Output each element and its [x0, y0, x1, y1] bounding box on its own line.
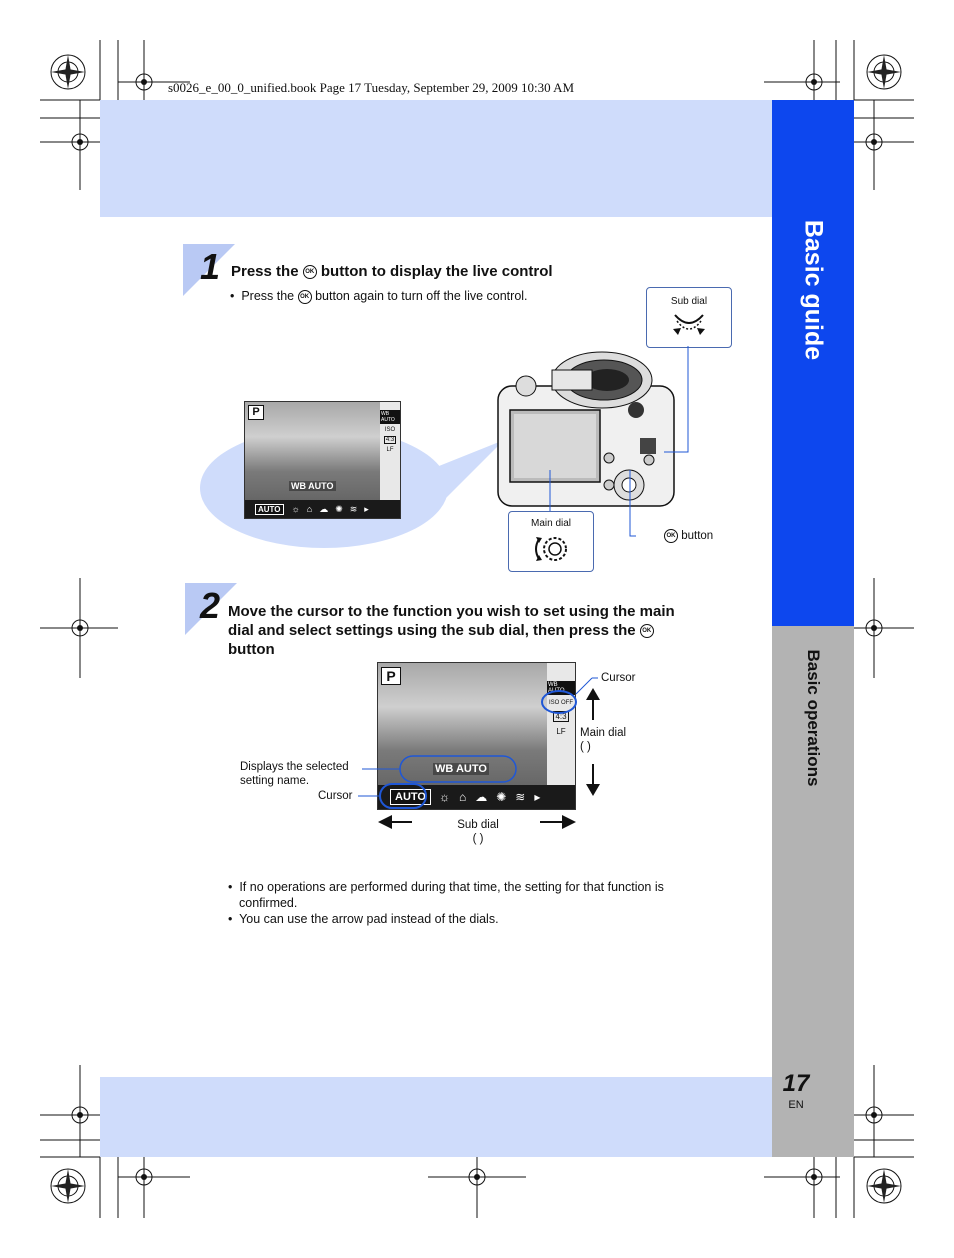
step2-number: 2	[200, 585, 221, 626]
camera-illustration	[497, 351, 675, 507]
wb-setting-name: WB AUTO	[289, 481, 336, 491]
live-control-screen-small: P WB AUTO ISO 4:3 LF WB AUTO AUTO ☼⌂☁✺≋▸	[244, 401, 401, 519]
step1-heading: Press the OK button to display the live …	[231, 263, 553, 280]
note-item: • If no operations are performed during …	[228, 880, 664, 894]
figure2-annotations	[358, 677, 600, 829]
step2-heading: Move the cursor to the function you wish…	[228, 603, 675, 658]
wb-setting-name: WB AUTO	[433, 763, 489, 775]
sub-dial-icon	[673, 314, 705, 335]
lcd-side-menu: WB AUTO ISO 4:3 LF	[380, 402, 400, 500]
mode-indicator: P	[381, 667, 401, 685]
ok-button-icon: OK	[297, 289, 312, 304]
wb-option-icons: ☼⌂☁✺≋▸	[291, 503, 376, 514]
main-dial-label: Main dial ( )	[580, 727, 627, 753]
live-control-screen-large: P WB AUTO ISO OFF 4:3 LF WB AUTO AUTO ☼⌂…	[377, 662, 576, 810]
sub-dial-leader	[664, 346, 689, 453]
lcd-setting-bar: AUTO ☼⌂☁✺≋▸	[378, 785, 575, 809]
lcd-setting-bar: AUTO ☼⌂☁✺≋▸	[245, 500, 400, 518]
page-language: EN	[788, 1099, 804, 1111]
note-item: • You can use the arrow pad instead of t…	[228, 912, 499, 926]
ok-button-icon: OK	[302, 265, 317, 280]
sub-dial-label: Sub dial	[670, 296, 708, 307]
sub-dial-callout: Sub dial	[646, 287, 732, 348]
cursor-top-label: Cursor	[601, 672, 636, 684]
wb-auto-option: AUTO	[255, 503, 284, 515]
sub-dial-label: Sub dial ( )	[457, 819, 499, 845]
main-dial-icon	[535, 537, 567, 561]
cursor-bottom-label: Cursor	[318, 790, 353, 802]
print-header: s0026_e_00_0_unified.book Page 17 Tuesda…	[168, 80, 575, 95]
main-dial-leader	[549, 470, 636, 537]
ok-button-callout: OK button	[664, 529, 713, 543]
lcd-photo	[245, 402, 400, 518]
footer-band	[100, 1077, 772, 1157]
page-number: 17	[782, 1070, 810, 1097]
step1-triangle	[183, 244, 235, 296]
notes-list: • If no operations are performed during …	[228, 879, 748, 927]
main-dial-callout: Main dial	[508, 511, 594, 572]
step2-triangle	[185, 583, 237, 635]
header-band	[100, 100, 772, 217]
sidebar-chapter-title: Basic guide	[799, 219, 828, 361]
ok-button-icon: OK	[664, 529, 678, 543]
wb-option-icons: ☼⌂☁✺≋▸	[438, 790, 550, 804]
sidebar-chapter-tab	[772, 100, 854, 626]
mode-indicator: P	[248, 405, 264, 420]
main-dial-label: Main dial	[530, 518, 572, 529]
step1-bullet: • Press the OK button again to turn off …	[230, 289, 528, 304]
wb-auto-option: AUTO	[390, 789, 431, 805]
ok-button-icon: OK	[639, 624, 654, 639]
sidebar-section-tab	[772, 626, 854, 1157]
displays-setting-name-label: Displays the selected setting name.	[240, 761, 349, 787]
note-item-continued: confirmed.	[239, 896, 298, 910]
sidebar-section-title: Basic operations	[804, 649, 823, 787]
step1-number: 1	[200, 246, 221, 287]
